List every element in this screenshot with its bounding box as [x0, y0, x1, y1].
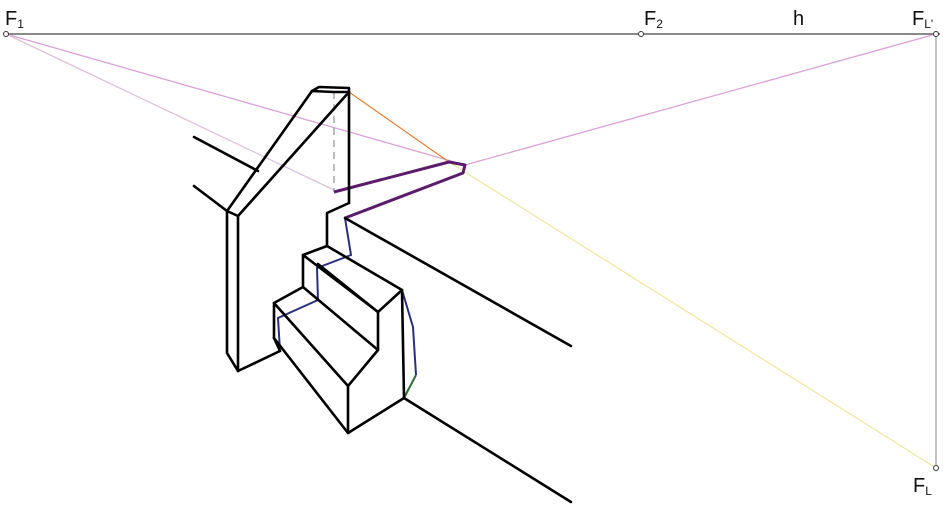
f1-label: F1	[5, 8, 24, 31]
horizon-label: h	[793, 8, 804, 30]
f1-point	[3, 31, 9, 37]
navy-side-edge	[401, 289, 417, 376]
purple-flap	[333, 160, 467, 220]
ray-orange	[348, 91, 450, 163]
flprime-label: FL'	[912, 8, 933, 31]
ray-flprime-pink	[464, 33, 937, 166]
fl-label: FL	[913, 475, 932, 498]
f2-point	[638, 31, 644, 37]
ray-f1-light	[5, 33, 335, 191]
f2-label: F2	[644, 8, 663, 31]
navy-shadow-edge	[276, 217, 353, 352]
ray-yellow	[448, 161, 937, 469]
fl-point	[933, 465, 939, 471]
flprime-point	[933, 31, 939, 37]
object-outline	[192, 85, 573, 504]
ray-f1-pink	[5, 33, 466, 166]
green-base-edge	[347, 374, 417, 434]
